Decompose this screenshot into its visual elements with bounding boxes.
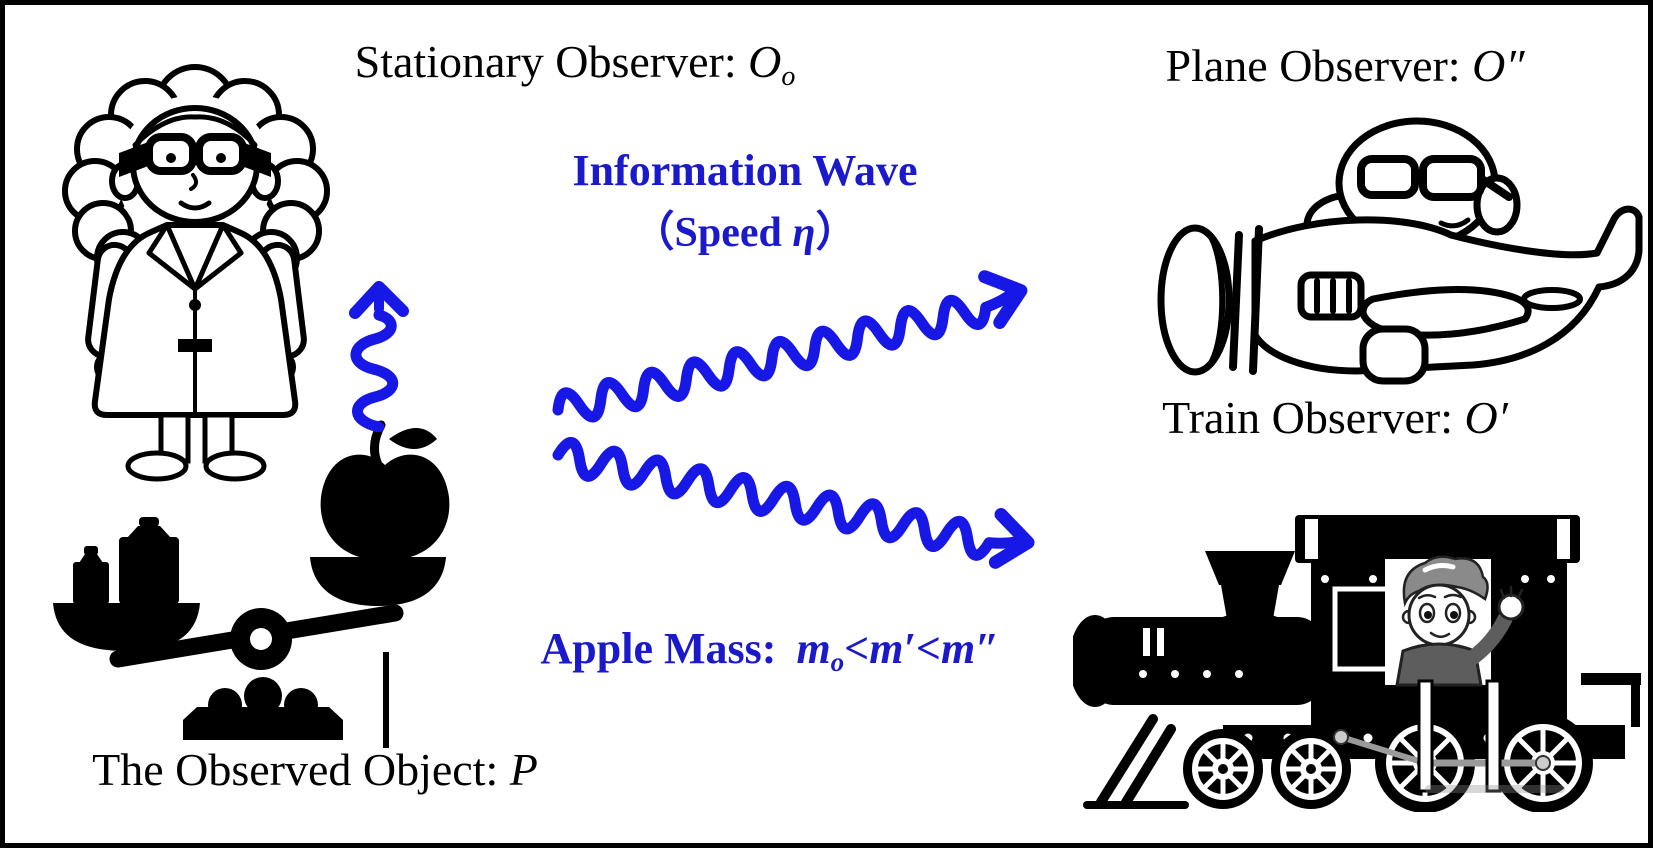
plane-propeller — [1157, 224, 1233, 376]
observed-object-text: The Observed Object: — [92, 744, 510, 795]
scientist-lapel-right — [192, 222, 244, 292]
stationary-observer-subscript: o — [781, 61, 796, 92]
scientist-shoe-right — [203, 450, 267, 482]
stationary-observer-text: Stationary Observer: — [354, 36, 749, 87]
pilot-smile — [1438, 217, 1471, 229]
train-observer-text: Train Observer: — [1162, 392, 1465, 443]
scientist-goggles — [119, 133, 271, 177]
scientist-legs — [125, 412, 267, 482]
speed-word: Speed — [674, 210, 793, 256]
plane-wing — [1359, 286, 1532, 339]
boy-smile — [1429, 631, 1451, 638]
apple-mass-formula: mo<m′<m″ — [796, 624, 1000, 677]
apple-mass-line: Apple Mass:mo<m′<m″ — [475, 623, 1065, 678]
boy-hoodie — [1395, 642, 1483, 687]
scientist-nose — [189, 173, 198, 191]
information-wave-line1: Information Wave — [505, 145, 985, 196]
wave-arrow-bottom-icon — [552, 436, 1035, 569]
train-figure — [1073, 515, 1641, 812]
train-smokestack — [1205, 551, 1295, 651]
weight-small — [73, 546, 109, 604]
plane-observer-symbol: O″ — [1472, 40, 1525, 91]
less-than-1: < — [844, 624, 870, 673]
information-wave-arrows — [552, 270, 1035, 569]
pilot-goggle-left — [1357, 155, 1419, 199]
observed-object-label: The Observed Object: P — [55, 743, 575, 796]
plane-observer-text: Plane Observer: — [1165, 40, 1473, 91]
scientist-mouth — [178, 200, 212, 211]
scientist-shoe-left — [125, 450, 189, 482]
coat-belt — [178, 339, 212, 352]
wave-arrow-up-icon — [349, 281, 409, 432]
apple-mass-label: Apple Mass: — [540, 624, 777, 673]
less-than-2: < — [915, 624, 941, 673]
waving-boy — [1395, 555, 1525, 687]
mass-m0-sub: o — [830, 647, 845, 677]
open-paren: （ — [632, 210, 675, 256]
balance-right-pan — [310, 557, 446, 606]
train-cowcatcher — [1083, 714, 1189, 809]
train-rear-step — [1581, 673, 1641, 685]
pilot-goggle-right — [1419, 155, 1485, 201]
plane-under-pod — [1359, 325, 1429, 385]
scientist-figure — [62, 64, 330, 482]
train-cab-roof — [1295, 515, 1580, 563]
mass-m-prime: m′ — [869, 624, 916, 673]
mass-m-double-prime: m″ — [940, 624, 1000, 673]
balance-base — [183, 677, 343, 740]
balance-left-pan — [53, 603, 200, 651]
plane-figure — [1157, 117, 1643, 385]
train-headlamp — [1107, 625, 1173, 659]
train-observer-label: Train Observer: O′ — [1085, 391, 1585, 444]
apple-icon — [320, 420, 450, 560]
plane-observer-label: Plane Observer: O″ — [1085, 39, 1605, 92]
speed-eta-symbol: η — [792, 210, 816, 256]
coat-button — [189, 299, 201, 311]
balance-scale-figure — [53, 420, 450, 748]
boy-hand — [1497, 593, 1525, 621]
information-wave-line2: （Speed η） — [505, 198, 985, 259]
train-handrail-left — [1417, 679, 1434, 793]
train-cab-window-left — [1332, 586, 1396, 672]
train-observer-symbol: O′ — [1464, 392, 1508, 443]
information-wave-title: Information Wave （Speed η） — [505, 145, 985, 259]
train-handrail-right — [1485, 679, 1502, 793]
stationary-observer-symbol: O — [748, 36, 782, 87]
watermark-smudge — [1425, 785, 1565, 793]
boy-arm — [1463, 611, 1513, 667]
information-wave-line1-text: Information Wave — [572, 146, 918, 195]
weight-large — [119, 517, 179, 604]
observed-object-symbol: P — [509, 744, 538, 795]
plane-tail-oval — [1521, 287, 1583, 311]
scientist-lapel-left — [146, 222, 198, 292]
close-paren: ） — [815, 210, 858, 256]
mass-m0: m — [796, 624, 831, 673]
plane-window — [1297, 271, 1365, 321]
stationary-observer-label: Stationary Observer: Oo — [290, 35, 860, 93]
wave-arrow-top-icon — [552, 270, 1028, 423]
